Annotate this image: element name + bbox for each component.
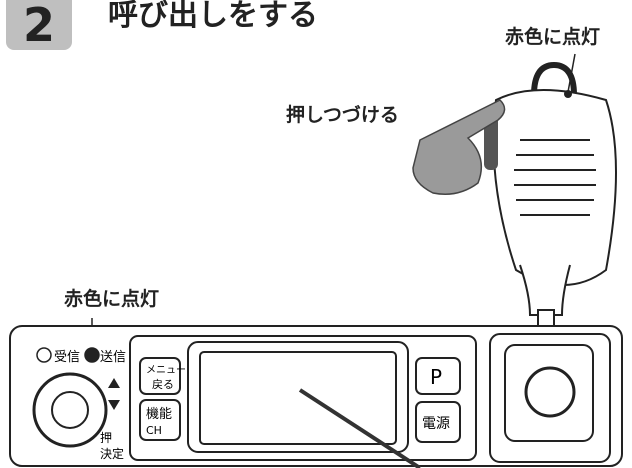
function-ch-button[interactable] xyxy=(139,399,181,441)
back-label: 戻る xyxy=(152,378,174,391)
decide-label: 決定 xyxy=(100,446,124,461)
mic-jack xyxy=(524,366,576,418)
up-arrow-icon xyxy=(108,378,120,388)
mic-grille xyxy=(514,139,596,216)
step-title: 呼び出しをする xyxy=(108,0,318,33)
mic-led-callout: 赤色に点灯 xyxy=(505,26,601,48)
hand-icon xyxy=(412,99,506,195)
p-button[interactable] xyxy=(415,357,461,395)
down-arrow-icon xyxy=(108,400,120,410)
rx-label: 受信 xyxy=(54,350,80,365)
tx-label: 送信 xyxy=(100,350,126,365)
p-label: P xyxy=(430,365,442,389)
menu-back-button[interactable] xyxy=(139,357,181,395)
power-button[interactable] xyxy=(415,401,461,443)
rx-led xyxy=(36,347,52,363)
press-hold-callout: 押しつづける xyxy=(286,104,399,126)
mic-led-indicator xyxy=(564,90,572,98)
push-label: 押 xyxy=(100,431,112,445)
power-label: 電源 xyxy=(422,416,450,432)
function-label: 機能 xyxy=(146,407,172,422)
pointer-line xyxy=(298,388,422,468)
menu-icon-label: メニュー xyxy=(146,365,186,376)
tx-led xyxy=(84,347,100,363)
ch-label: CH xyxy=(146,424,162,437)
panel-led-callout: 赤色に点灯 xyxy=(64,288,160,310)
step-number-badge: 2 xyxy=(6,0,72,50)
